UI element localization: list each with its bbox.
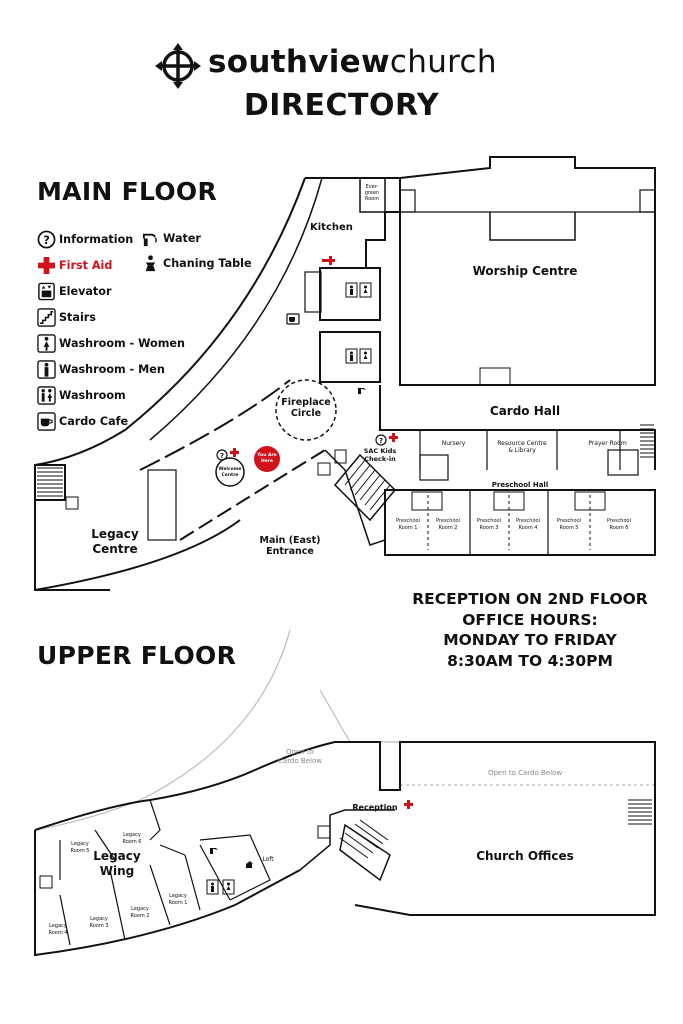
room-preschool-4: Preschool Room 4 (516, 518, 540, 531)
brand-header: southviewchurch (0, 40, 683, 90)
hours-line: RECEPTION ON 2ND FLOOR (412, 590, 648, 608)
room-kitchen: Kitchen (310, 222, 353, 233)
legend-label: Chaning Table (163, 257, 252, 270)
legend-label: Information (59, 233, 134, 246)
hours-line: OFFICE HOURS: (462, 610, 598, 629)
room-preschool-5: Preschool Room 5 (557, 518, 581, 531)
room-church-offices: Church Offices (476, 849, 574, 863)
main-floor-title: MAIN FLOOR (37, 177, 218, 206)
legend-label: Elevator (59, 285, 112, 298)
first-aid-icon (37, 256, 56, 275)
legend-label: Washroom (59, 389, 126, 402)
room-legacy-4: Legacy Room 4 (48, 923, 68, 936)
legend-item-water: Water (141, 229, 201, 248)
page-title: DIRECTORY (243, 88, 440, 123)
room-evergreen: Ever- green Room (364, 184, 380, 202)
room-legacy-3: Legacy Room 3 (89, 916, 109, 929)
upper-floor-plan (34, 629, 656, 957)
legend-item-stairs: Stairs (37, 308, 96, 327)
room-preschool-hall: Preschool Hall (491, 481, 549, 489)
legend-label: First Aid (59, 259, 113, 272)
brand-name-bold: southview (208, 44, 390, 80)
washroom-women-icon (37, 334, 56, 353)
room-legacy-wing: Legacy Wing (93, 849, 141, 878)
legend-label: Cardo Cafe (59, 415, 129, 428)
room-fireplace-circle: Fireplace Circle (281, 397, 331, 419)
room-legacy-2: Legacy Room 2 (130, 906, 150, 919)
legend-item-washroom-men: Washroom - Men (37, 360, 165, 379)
room-legacy-6: Legacy Room 6 (122, 832, 142, 845)
legend-label: Washroom - Men (59, 363, 165, 376)
legend-item-information: ? Information (37, 230, 133, 249)
upper-floor-title: UPPER FLOOR (37, 641, 237, 670)
room-welcome-centre: Welcome Centre (218, 467, 242, 478)
open-to-cardo-1: Open to Cardo Below (278, 748, 322, 765)
brand-name: southviewchurch (208, 44, 497, 80)
room-legacy-5: Legacy Room 5 (70, 841, 90, 854)
room-legacy-centre: Legacy Centre (91, 527, 139, 556)
legend-item-cafe: Cardo Cafe (37, 412, 128, 431)
room-reception: Reception (352, 803, 398, 812)
room-loft: Loft (262, 856, 274, 863)
you-are-here-marker (254, 446, 280, 472)
church-logo-icon (155, 43, 201, 89)
room-prayer: Prayer Room (588, 440, 627, 447)
legend-item-washroom-women: Washroom - Women (37, 334, 185, 353)
hours-line: 8:30AM TO 4:30PM (447, 651, 613, 670)
legend-label: Washroom - Women (59, 337, 185, 350)
svg-text:?: ? (379, 437, 383, 445)
information-icon: ? (37, 230, 56, 249)
room-legacy-1: Legacy Room 1 (168, 893, 188, 906)
room-cardo-hall: Cardo Hall (489, 404, 561, 418)
svg-text:?: ? (43, 233, 50, 247)
room-nursery: Nursery (441, 440, 466, 447)
open-to-cardo-2: Open to Cardo Below (487, 769, 563, 777)
water-icon (142, 233, 157, 247)
room-preschool-6: Preschool Room 6 (607, 518, 631, 531)
washroom-icon (37, 386, 56, 405)
cafe-icon (37, 412, 56, 431)
legend-item-first-aid: First Aid (37, 256, 112, 275)
you-are-here-label: You Are Here (257, 453, 277, 464)
room-preschool-2: Preschool Room 2 (436, 518, 460, 531)
legend-label: Stairs (59, 311, 96, 324)
changing-table-icon (145, 255, 156, 272)
brand-name-light: church (389, 44, 497, 80)
elevator-icon (38, 282, 55, 301)
legend-item-washroom: Washroom (37, 386, 126, 405)
room-preschool-3: Preschool Room 3 (477, 518, 501, 531)
legend-item-elevator: Elevator (37, 282, 111, 301)
svg-text:?: ? (220, 452, 224, 460)
room-worship-centre: Worship Centre (472, 264, 578, 278)
room-preschool-1: Preschool Room 1 (396, 518, 420, 531)
washroom-men-icon (37, 360, 56, 379)
office-hours: RECEPTION ON 2ND FLOOR OFFICE HOURS: MON… (380, 589, 680, 671)
hours-line: MONDAY TO FRIDAY (443, 631, 617, 649)
room-sac-kids: SAC Kids Check-in (363, 447, 397, 463)
main-entrance: Main (East) Entrance (259, 535, 321, 557)
main-floor-plan: ? ? (34, 156, 656, 591)
room-resource-centre: Resource Centre & Library (497, 440, 547, 454)
legend-item-changing-table: Chaning Table (141, 254, 252, 273)
legend-label: Water (163, 232, 201, 245)
stairs-icon (37, 308, 56, 327)
